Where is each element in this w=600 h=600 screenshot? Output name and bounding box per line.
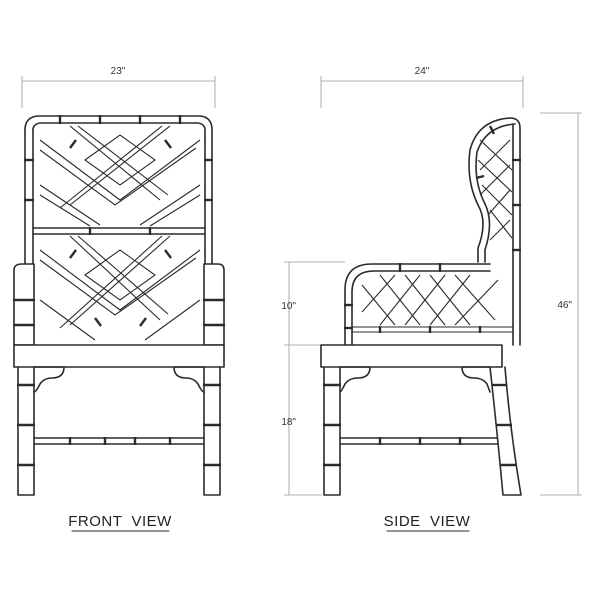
side-arm-lattice xyxy=(352,274,513,333)
front-bamboo-nodes xyxy=(24,115,213,327)
side-view-drawing xyxy=(320,117,522,496)
arm-height-label: 10" xyxy=(281,301,296,312)
side-width-label: 24" xyxy=(415,66,430,77)
dimension-lines xyxy=(21,76,582,496)
front-lattice-lower xyxy=(39,235,201,341)
front-view-drawing xyxy=(13,115,225,496)
front-width-label: 23" xyxy=(111,66,126,77)
front-lattice-upper xyxy=(39,125,201,227)
side-view-title: SIDE VIEW xyxy=(384,513,471,530)
seat-height-label: 18" xyxy=(281,417,296,428)
overall-height-label: 46" xyxy=(557,300,572,311)
side-wing-lattice xyxy=(477,139,513,241)
front-view-title: FRONT VIEW xyxy=(68,513,172,530)
